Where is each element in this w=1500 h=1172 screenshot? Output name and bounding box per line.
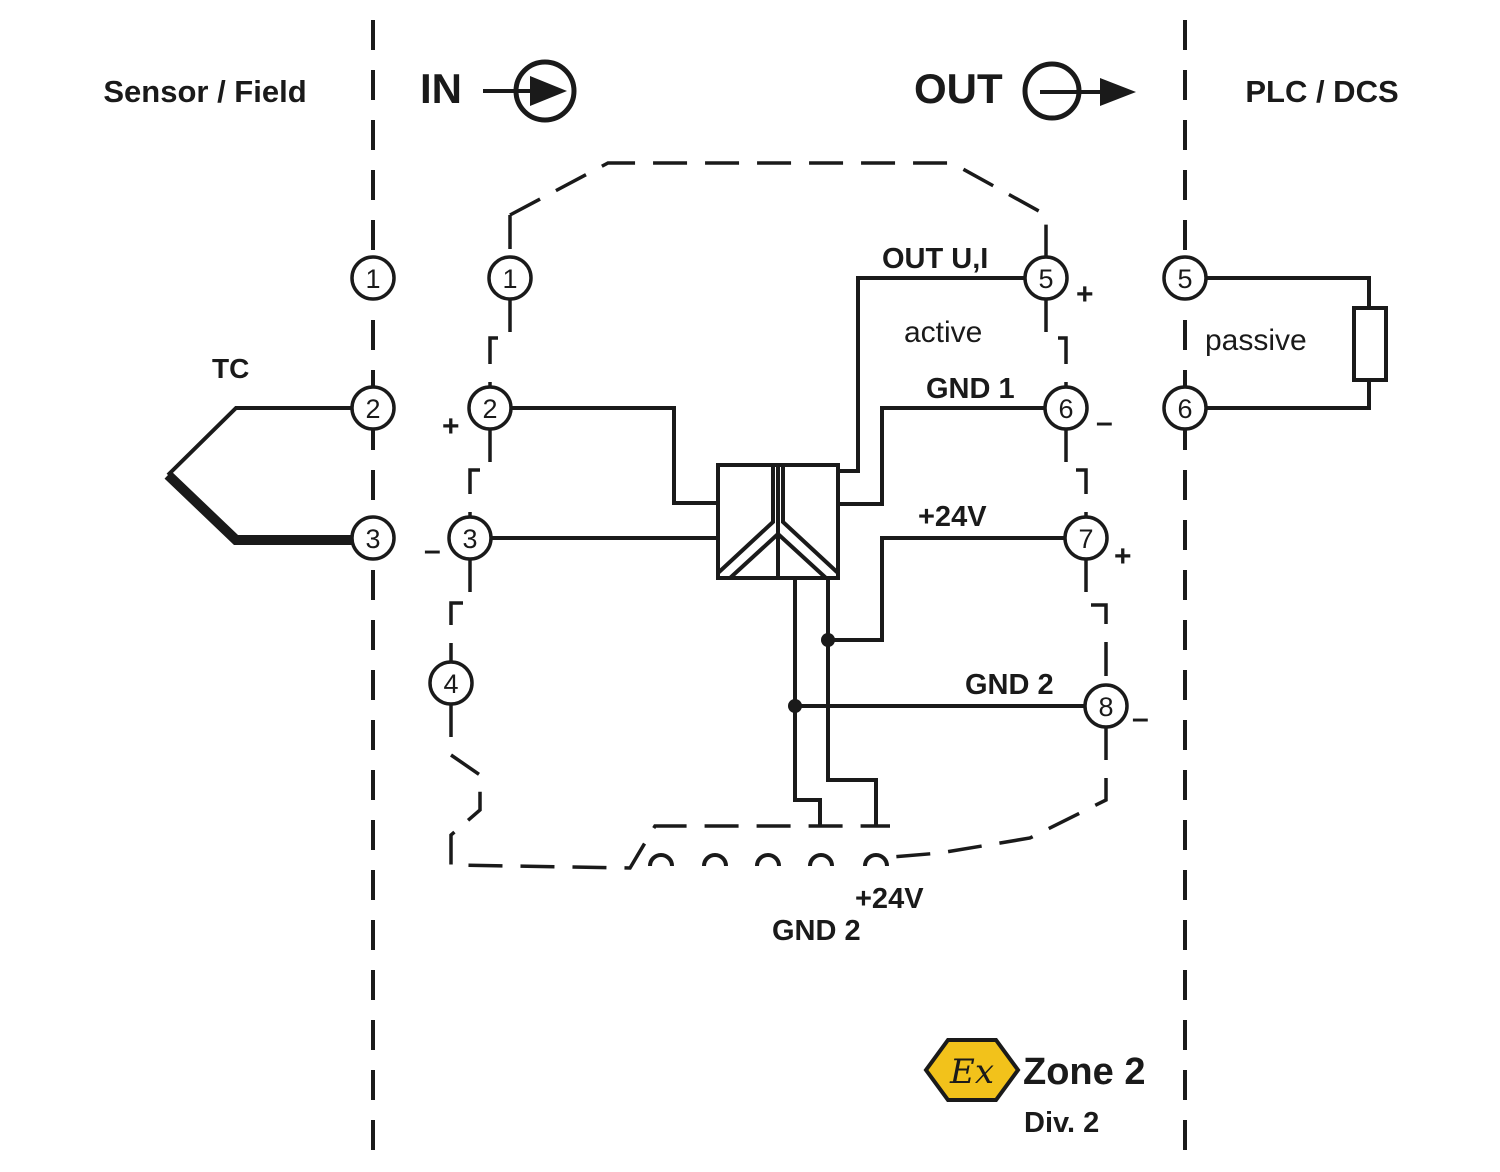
svg-text:6: 6 bbox=[1177, 394, 1192, 424]
isolator-block bbox=[716, 463, 840, 580]
ex-certification-icon: Ex bbox=[923, 1038, 1021, 1102]
header-out: OUT bbox=[914, 65, 1003, 112]
svg-text:5: 5 bbox=[1177, 264, 1192, 294]
svg-text:3: 3 bbox=[462, 524, 477, 554]
svg-text:3: 3 bbox=[365, 524, 380, 554]
svg-text:6: 6 bbox=[1058, 394, 1073, 424]
output-terminal-5: 5 bbox=[1023, 255, 1069, 301]
sensor-terminal-2: 2 bbox=[350, 385, 396, 431]
output-minus-sign-8: – bbox=[1132, 702, 1149, 735]
internal-wiring bbox=[490, 276, 1085, 826]
supply-24v-label: +24V bbox=[918, 501, 987, 533]
svg-text:5: 5 bbox=[1038, 264, 1053, 294]
thermocouple-symbol bbox=[164, 406, 373, 545]
input-minus-sign: – bbox=[424, 534, 441, 567]
device-housing-outline bbox=[449, 161, 1108, 870]
svg-text:2: 2 bbox=[482, 394, 497, 424]
ex-symbol-text: Ex bbox=[949, 1052, 994, 1092]
bus-supply-label: +24V bbox=[855, 883, 924, 915]
output-terminal-6: 6 bbox=[1043, 385, 1089, 431]
plc-terminal-5: 5 bbox=[1162, 255, 1208, 301]
output-minus-sign-6: – bbox=[1096, 406, 1113, 439]
input-arrow-icon bbox=[483, 59, 577, 123]
header-plc-dcs: PLC / DCS bbox=[1245, 74, 1398, 109]
svg-text:1: 1 bbox=[502, 264, 517, 294]
svg-text:8: 8 bbox=[1098, 692, 1113, 722]
zone-label: Zone 2 bbox=[1023, 1051, 1145, 1093]
svg-text:1: 1 bbox=[365, 264, 380, 294]
output-plus-sign-7: + bbox=[1114, 540, 1132, 573]
output-terminal-7: 7 bbox=[1063, 515, 1109, 561]
header-in: IN bbox=[420, 65, 462, 112]
sensor-terminal-1: 1 bbox=[350, 255, 396, 301]
plc-load-resistor bbox=[1206, 276, 1388, 410]
passive-label: passive bbox=[1205, 324, 1307, 357]
bus-connector bbox=[648, 853, 889, 867]
svg-text:2: 2 bbox=[365, 394, 380, 424]
input-terminal-1: 1 bbox=[487, 255, 533, 301]
gnd2-label: GND 2 bbox=[965, 669, 1054, 701]
output-terminal-8: 8 bbox=[1083, 683, 1129, 729]
out-ui-label: OUT U,I bbox=[882, 243, 988, 275]
svg-text:4: 4 bbox=[443, 669, 458, 699]
active-label: active bbox=[904, 316, 982, 349]
sensor-terminal-3: 3 bbox=[350, 515, 396, 561]
output-arrow-icon bbox=[1022, 61, 1136, 121]
sensor-type-label: TC bbox=[212, 353, 249, 384]
input-terminal-3: 3 bbox=[447, 515, 493, 561]
plc-terminal-6: 6 bbox=[1162, 385, 1208, 431]
header-sensor-field: Sensor / Field bbox=[103, 74, 306, 109]
input-plus-sign: + bbox=[442, 410, 460, 443]
division-label: Div. 2 bbox=[1024, 1107, 1099, 1139]
output-plus-sign-5: + bbox=[1076, 278, 1094, 311]
bus-gnd2-label: GND 2 bbox=[772, 915, 861, 947]
input-terminal-2: 2 bbox=[467, 385, 513, 431]
gnd1-label: GND 1 bbox=[926, 373, 1015, 405]
svg-text:7: 7 bbox=[1078, 524, 1093, 554]
input-terminal-4: 4 bbox=[428, 660, 474, 706]
